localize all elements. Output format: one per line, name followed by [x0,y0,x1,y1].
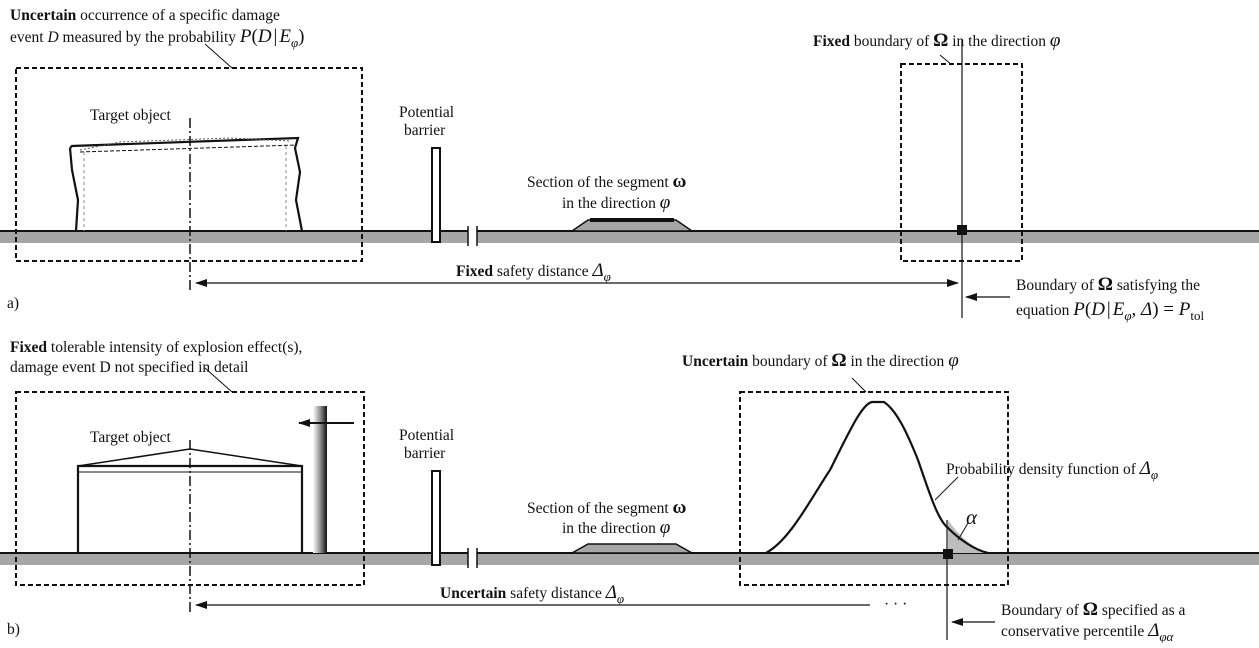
ground-strip-a [0,231,1259,243]
damage-note-line2: event D measured by the probability P(D|… [10,26,305,50]
barrier-label-b-2: barrier [404,445,446,462]
pdf-curve [765,400,989,555]
potential-barrier-a [431,147,441,243]
fixed-boundary-title: Fixed boundary of Ω in the direction φ [813,30,1060,51]
intensity-note-leader [204,367,233,393]
damaged-target-object [68,136,304,232]
pdf-label: Probability density function of Δφ [946,458,1158,482]
ground-gap-a [468,227,477,247]
segment-label-b-1: Section of the segment ω [527,497,687,518]
target-object-label-a: Target object [90,107,172,124]
barrier-label-a-2: barrier [404,122,446,139]
barrier-label-a-1: Potential [399,104,454,121]
damage-note-line1: Uncertain occurrence of a specific damag… [10,7,280,24]
target-object-label-b: Target object [90,429,172,446]
distance-continuation: · · · [884,596,907,613]
damage-note-leader [204,43,233,69]
fixed-distance-label: Fixed safety distance Δφ [456,260,611,284]
uncertain-title-leader [851,377,867,393]
boundary-note-a-line2: equation P(D|Eφ, Δ) = Ptol [1016,299,1204,323]
segment-section-a [569,219,695,232]
segment-section-b [569,543,695,554]
fixed-boundary-point [957,225,967,235]
uncertain-distance-label: Uncertain safety distance Δφ [440,582,624,606]
uncertain-boundary-point [943,549,953,559]
panel-b: Target object Fixed tolerable intensity … [0,339,1259,644]
potential-barrier-b [431,470,441,566]
segment-label-a-1: Section of the segment ω [527,171,687,192]
blast-wave-front [313,406,327,553]
alpha-label: α [966,505,978,529]
intensity-note-line1: Fixed tolerable intensity of explosion e… [10,339,302,356]
ground-strip-b [0,553,1259,565]
alpha-leader [957,522,969,541]
pdf-leader [934,476,959,501]
panel-label-a: a) [7,295,19,312]
boundary-note-b-line1: Boundary of Ω specified as a [1001,599,1185,620]
uncertain-boundary-title: Uncertain boundary of Ω in the direction… [682,350,959,371]
barrier-label-b-1: Potential [399,427,454,444]
boundary-note-b-line2: conservative percentile Δφα [1001,620,1175,643]
segment-label-b-2: in the direction φ [562,517,670,538]
segment-label-a-2: in the direction φ [562,192,670,213]
damage-region-box [15,67,363,262]
ground-gap-b [468,549,477,569]
alpha-tail-area [948,520,988,553]
panel-label-b: b) [7,621,20,638]
uncertain-boundary-box [739,391,1009,586]
intensity-note-line2: damage event D not specified in detail [10,359,248,376]
intensity-region-box [15,391,365,586]
boundary-title-leader [939,54,953,66]
panel-a: Target object Uncertain occurrence of a … [0,7,1259,323]
boundary-note-a-line1: Boundary of Ω satisfying the [1016,274,1200,295]
